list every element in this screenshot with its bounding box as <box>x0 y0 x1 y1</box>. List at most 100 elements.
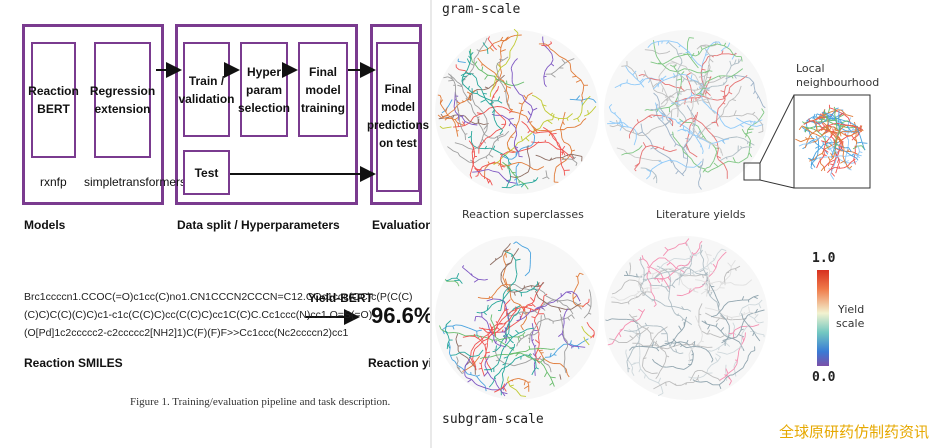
tree-branch <box>836 122 844 126</box>
tree-branch <box>669 62 676 64</box>
tree-branch <box>540 131 549 133</box>
tree-branch <box>691 272 696 277</box>
tree-branch <box>704 273 708 276</box>
tree-branch <box>559 55 567 61</box>
tree-branch <box>485 37 488 43</box>
tree-branch <box>679 118 684 123</box>
tree-branch <box>846 120 850 123</box>
tree-branch <box>557 343 565 350</box>
tree-branch <box>475 354 479 357</box>
panel-label-superclasses: Reaction superclasses <box>462 208 584 221</box>
tree-branch <box>491 296 494 300</box>
tree-branch <box>475 375 482 382</box>
tree-branch <box>451 78 454 81</box>
tree-branch <box>613 296 620 301</box>
tree-branch <box>521 121 527 126</box>
tree-branch <box>546 176 550 180</box>
tree-branch <box>518 180 525 185</box>
tree-branch <box>686 144 690 153</box>
tree-branch <box>720 330 725 336</box>
tree-branch <box>716 141 719 150</box>
tree-branch <box>755 310 760 314</box>
tree-branch <box>687 308 692 312</box>
tree-branch <box>813 152 817 158</box>
tree-branch <box>496 383 500 389</box>
tree-branch <box>689 37 694 39</box>
tree-branch <box>680 78 683 86</box>
tree-branch <box>565 308 569 313</box>
tree-branch <box>497 100 503 104</box>
tree-branch <box>611 292 616 295</box>
tree-branch <box>640 290 647 296</box>
tree-branch <box>609 120 614 124</box>
tree-branch <box>655 299 662 304</box>
tree-branch <box>464 115 470 122</box>
tree-branch <box>669 381 677 386</box>
tree-branch <box>576 75 582 81</box>
tree-branch <box>687 258 692 265</box>
tree-branch <box>502 290 506 295</box>
tree-branch <box>553 167 557 175</box>
tree-branch <box>680 53 688 57</box>
tree-branch <box>692 57 698 64</box>
tree-branch <box>638 345 646 348</box>
tree-branch <box>488 384 493 388</box>
tree-branch <box>720 90 725 93</box>
tree-branch <box>852 145 858 150</box>
tree-branch <box>503 319 510 325</box>
tree-branch <box>658 117 663 119</box>
tree-branch <box>605 319 608 321</box>
tree-branch <box>542 104 547 107</box>
tree-branch <box>696 133 701 138</box>
tree-branch <box>505 155 509 159</box>
tree-branch <box>501 151 509 156</box>
tree-branch <box>562 155 567 159</box>
tree-branch <box>619 123 623 127</box>
tree-branch <box>483 123 489 125</box>
tree-branch <box>561 299 568 302</box>
tree-branch <box>530 308 534 311</box>
tree-branch <box>662 87 666 91</box>
tree-branch <box>534 339 540 344</box>
tree-branch <box>623 149 628 154</box>
tree-branch <box>651 126 658 131</box>
tree-branch <box>517 338 522 344</box>
tree-branch <box>706 139 712 145</box>
tree-branch <box>632 74 636 78</box>
tree-branch <box>509 108 513 112</box>
tree-branch <box>685 257 690 260</box>
tree-branch <box>632 275 638 278</box>
tree-branch <box>455 111 459 116</box>
tree-branch <box>646 277 652 285</box>
tree-branch <box>664 114 669 118</box>
tree-branch <box>483 356 491 358</box>
tree-branch <box>710 44 716 47</box>
tree-branch <box>448 341 451 348</box>
tree-branch <box>630 125 636 133</box>
tree-branch <box>641 126 643 132</box>
tree-branch <box>837 149 841 156</box>
tree-branch <box>579 272 584 275</box>
tree-branch <box>685 266 691 271</box>
tree-branch <box>464 121 472 125</box>
tree-branch <box>681 269 687 277</box>
zoom-connector-top <box>759 94 795 164</box>
tree-branch <box>509 46 513 52</box>
tree-branch <box>473 53 479 60</box>
tree-branch <box>656 91 663 94</box>
tree-branch <box>503 260 507 266</box>
tree-branch <box>723 80 728 86</box>
tree-branch <box>478 47 483 52</box>
tree-branch <box>651 164 658 170</box>
tree-branch <box>694 370 699 373</box>
tree-branch <box>520 104 523 111</box>
tree-branch <box>849 130 855 133</box>
tree-branch <box>648 378 654 382</box>
tree-branch <box>692 94 696 102</box>
tree-branch <box>497 133 504 137</box>
tree-branch <box>834 114 837 122</box>
tree-branch <box>549 382 554 386</box>
tree-branch <box>492 328 496 331</box>
tree-branch <box>674 138 679 143</box>
